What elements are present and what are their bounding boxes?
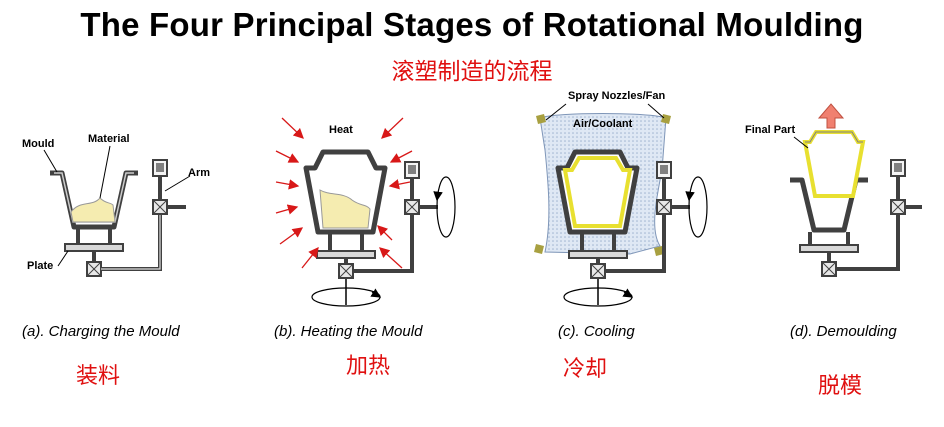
caption-stage-c: (c). Cooling [558, 323, 635, 340]
caption-stage-d: (d). Demoulding [790, 323, 897, 340]
stage-a-diagram [43, 145, 191, 277]
cn-stage-d: 脱模 [818, 374, 863, 399]
label-mould: Mould [22, 138, 55, 150]
cn-stage-c: 冷却 [563, 357, 608, 382]
label-heat: Heat [329, 124, 353, 136]
stage-c-part [562, 156, 633, 228]
page-title: The Four Principal Stages of Rotational … [80, 6, 864, 43]
stage-a-material [70, 197, 116, 223]
cn-stage-a: 装料 [76, 364, 121, 389]
label-spray-nozzles: Spray Nozzles/Fan [568, 90, 666, 102]
stage-d-mould [790, 177, 868, 233]
label-final-part: Final Part [745, 124, 796, 136]
cn-stage-b: 加热 [346, 354, 391, 379]
page-subtitle: 滚塑制造的流程 [391, 59, 553, 85]
stage-b-material [319, 189, 371, 229]
stage-c-diagram [534, 103, 708, 307]
stage-b-diagram [275, 117, 456, 307]
final-part [802, 130, 866, 198]
stage-d-diagram [790, 103, 922, 277]
label-arm: Arm [188, 167, 211, 179]
lift-arrow [817, 103, 845, 129]
heat-arrows [275, 117, 413, 269]
stage-a-plate [64, 243, 124, 252]
label-plate: Plate [27, 260, 54, 272]
caption-stage-a: (a). Charging the Mould [22, 323, 180, 340]
label-air-coolant: Air/Coolant [573, 118, 633, 130]
caption-stage-b: (b). Heating the Mould [274, 323, 423, 340]
label-material: Material [88, 133, 130, 145]
